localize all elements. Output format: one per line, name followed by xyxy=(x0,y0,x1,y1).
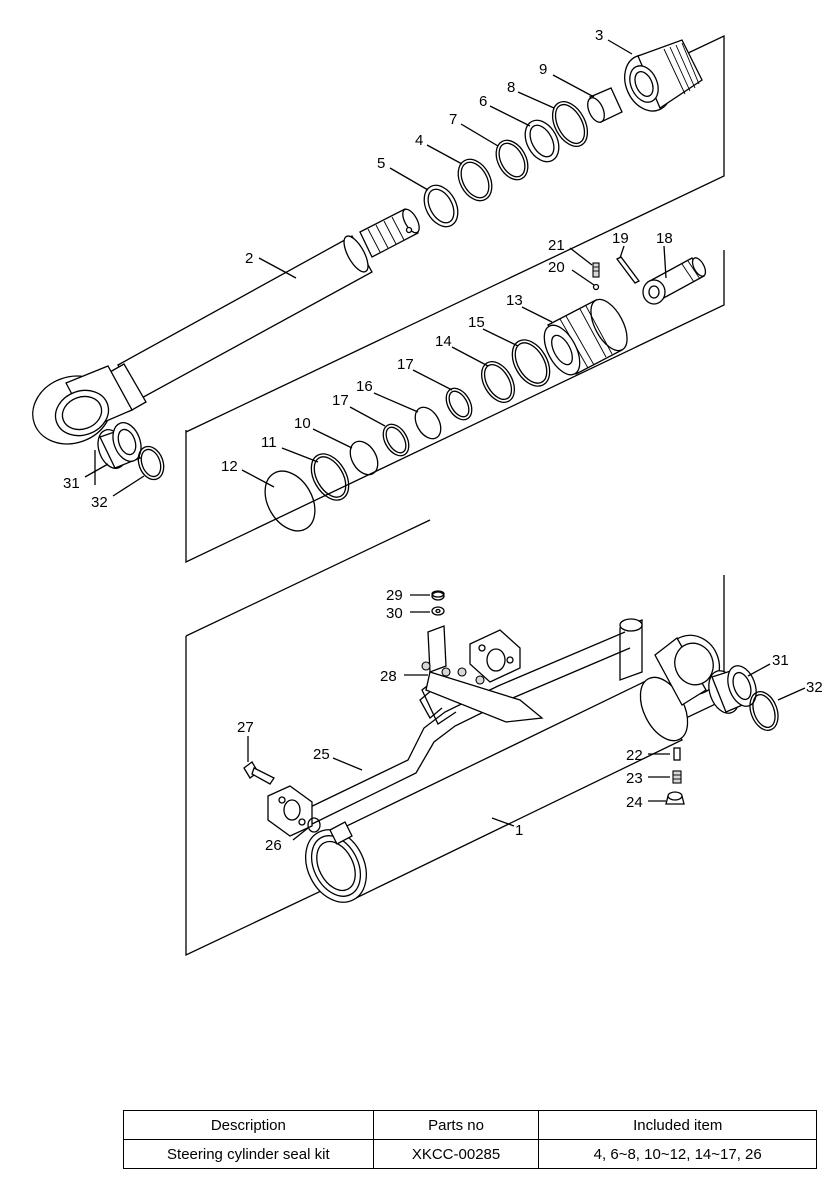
callout-3: 3 xyxy=(595,27,603,44)
callout-1: 1 xyxy=(515,822,523,839)
piston-rod-part xyxy=(32,208,420,445)
callout-7: 7 xyxy=(449,111,457,128)
rod-end-18 xyxy=(642,257,707,305)
callout-16: 16 xyxy=(356,378,373,395)
callout-2: 2 xyxy=(245,250,253,267)
callout-27: 27 xyxy=(237,719,254,736)
header-included-item: Included item xyxy=(538,1110,817,1140)
callout-20: 20 xyxy=(548,259,565,276)
callout-31-upper: 31 xyxy=(63,475,80,492)
bracket-28 xyxy=(421,625,544,723)
callout-12: 12 xyxy=(221,458,238,475)
cell-description: Steering cylinder seal kit xyxy=(123,1139,374,1169)
piston-13 xyxy=(543,298,628,376)
cell-included-item: 4, 6~8, 10~12, 14~17, 26 xyxy=(538,1139,817,1169)
callout-19: 19 xyxy=(612,230,629,247)
seal-32-upper xyxy=(137,445,165,481)
grease-fitting-22-24 xyxy=(665,747,685,805)
callout-6: 6 xyxy=(479,93,487,110)
pin-19 xyxy=(616,256,640,284)
callout-28: 28 xyxy=(380,668,397,685)
header-description: Description xyxy=(123,1110,374,1140)
seal-32-lower xyxy=(749,691,779,731)
callout-30: 30 xyxy=(386,605,403,622)
set-screw-parts xyxy=(592,262,600,291)
callout-25: 25 xyxy=(313,746,330,763)
callout-4: 4 xyxy=(415,132,423,149)
callout-8: 8 xyxy=(507,79,515,96)
flange-block-27 xyxy=(267,785,313,837)
leader-lines xyxy=(84,39,806,841)
callout-26: 26 xyxy=(265,837,282,854)
table-header-row: Description Parts no Included item xyxy=(123,1110,817,1140)
callout-18: 18 xyxy=(656,230,673,247)
part-number-callouts: 3 9 8 6 7 4 5 2 21 19 18 20 13 15 14 17 … xyxy=(63,27,823,854)
table-row: Steering cylinder seal kit XKCC-00285 4,… xyxy=(123,1139,817,1169)
bushing-31-upper xyxy=(97,422,142,469)
callout-17-upper: 17 xyxy=(397,356,414,373)
cell-parts-no: XKCC-00285 xyxy=(372,1139,540,1169)
oring-26 xyxy=(307,817,321,833)
callout-10: 10 xyxy=(294,415,311,432)
callout-15: 15 xyxy=(468,314,485,331)
callout-13: 13 xyxy=(506,292,523,309)
callout-14: 14 xyxy=(435,333,452,350)
callout-21: 21 xyxy=(548,237,565,254)
nut-29-washer-30 xyxy=(431,590,445,616)
rod-seal-rings xyxy=(423,87,623,228)
gland-3 xyxy=(624,39,703,112)
callout-22: 22 xyxy=(626,747,643,764)
bolt-27 xyxy=(243,761,275,785)
seal-kit-table: Description Parts no Included item Steer… xyxy=(123,1110,817,1169)
header-parts-no: Parts no xyxy=(372,1110,540,1140)
callout-32-upper: 32 xyxy=(91,494,108,511)
callout-31-lower: 31 xyxy=(772,652,789,669)
callout-11: 11 xyxy=(261,434,277,451)
flange-block-upper xyxy=(469,629,521,683)
callout-17-lower: 17 xyxy=(332,392,349,409)
callout-32-lower: 32 xyxy=(806,679,823,696)
pipe-25 xyxy=(299,631,631,827)
piston-seal-rings xyxy=(264,339,551,532)
callout-23: 23 xyxy=(626,770,643,787)
callout-5: 5 xyxy=(377,155,385,172)
cylinder-tube-part xyxy=(305,618,721,903)
bushing-31-lower xyxy=(708,665,757,714)
callout-24: 24 xyxy=(626,794,643,811)
callout-9: 9 xyxy=(539,61,547,78)
callout-29: 29 xyxy=(386,587,403,604)
